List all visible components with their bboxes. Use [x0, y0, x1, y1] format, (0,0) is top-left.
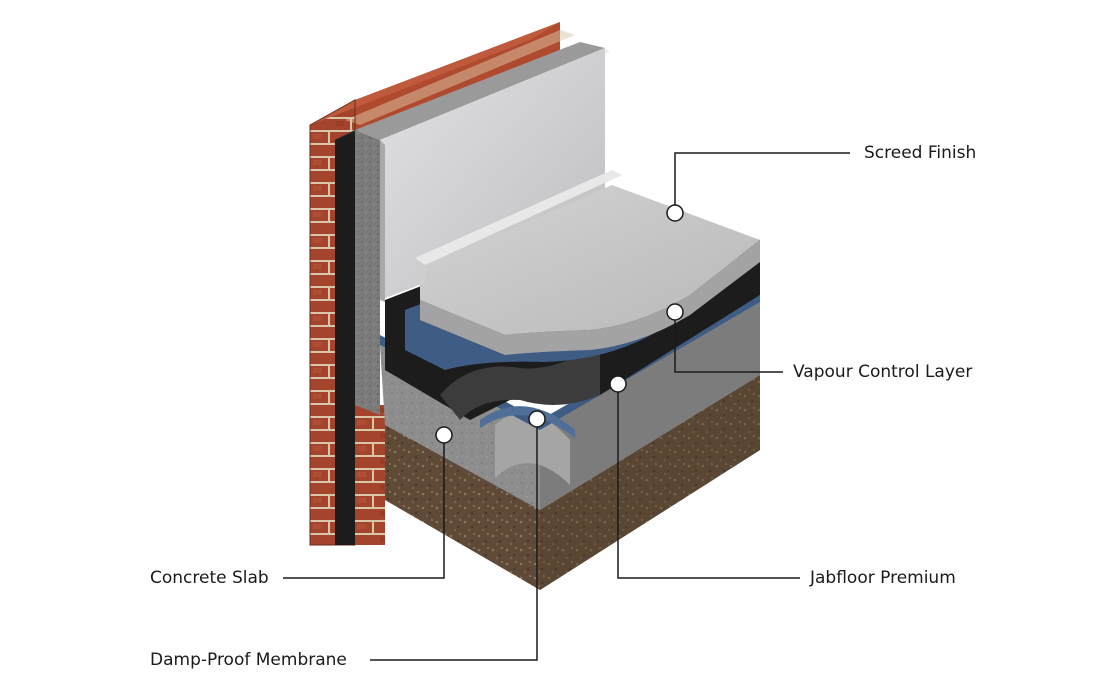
- label-concrete-slab: Concrete Slab: [150, 568, 269, 588]
- leader-lines: [283, 152, 850, 661]
- leader-jabfloor-premium: [617, 384, 800, 579]
- label-jabfloor-premium: Jabfloor Premium: [810, 568, 956, 588]
- marker-concrete-slab: [435, 426, 453, 444]
- marker-damp-proof-membrane: [528, 410, 546, 428]
- marker-vapour-control-layer: [666, 303, 684, 321]
- leader-screed-finish: [674, 152, 850, 213]
- wall-plasterboard: [380, 48, 610, 302]
- leader-damp-proof-membrane: [370, 419, 538, 661]
- label-screed-finish: Screed Finish: [864, 143, 977, 163]
- marker-jabfloor-premium: [609, 375, 627, 393]
- leader-vapour-control-layer: [674, 312, 783, 373]
- leader-concrete-slab: [283, 435, 445, 579]
- label-vapour-control-layer: Vapour Control Layer: [793, 362, 973, 382]
- label-damp-proof-membrane: Damp-Proof Membrane: [150, 650, 347, 670]
- marker-screed-finish: [666, 204, 684, 222]
- screed-finish: [415, 170, 760, 355]
- inner-blockwork: [355, 42, 605, 415]
- ground-soil: [385, 375, 760, 590]
